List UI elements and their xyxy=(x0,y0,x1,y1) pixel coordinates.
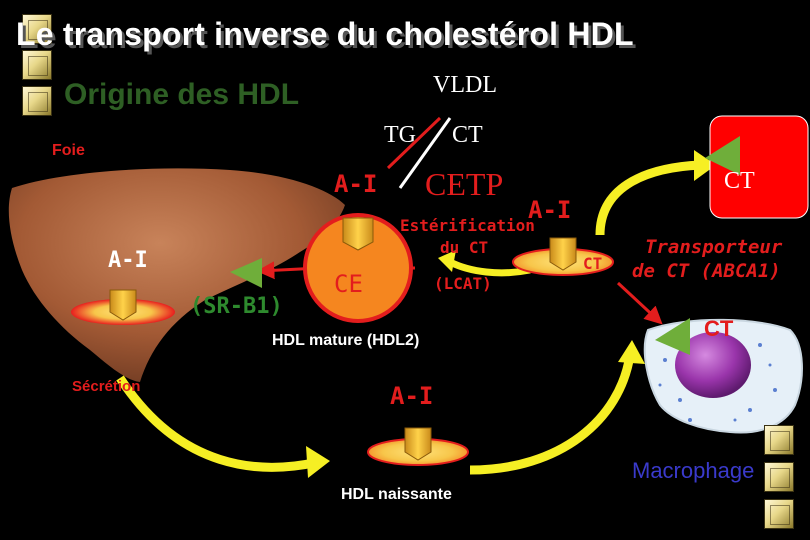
label-apo-nascent-top: A-I xyxy=(528,196,572,224)
label-abca1: de CT (ABCA1) xyxy=(632,260,781,282)
yellow-arrow-macrophage xyxy=(469,354,635,475)
label-transporteur: Transporteur xyxy=(645,236,783,258)
label-ct-top: CT xyxy=(452,122,483,148)
slide-subtitle: Origine des HDL xyxy=(64,78,300,111)
label-ct-macrophage: CT xyxy=(704,316,734,341)
label-ct-nascent: CT xyxy=(583,254,603,273)
yellow-arrow-macrophage-head xyxy=(618,340,645,364)
liver-apo-cylinder xyxy=(109,289,137,321)
label-foie: Foie xyxy=(52,142,85,159)
yellow-arrow-secretion-head xyxy=(306,446,330,478)
yellow-arrow-lcat-head xyxy=(438,250,456,272)
yellow-arrow-box xyxy=(595,160,701,236)
label-vldl: VLDL xyxy=(433,72,497,98)
label-apo-nascent-bottom: A-I xyxy=(390,382,434,410)
yellow-arrow-box-head xyxy=(694,150,716,181)
label-secretion: Sécrétion xyxy=(72,378,141,395)
label-macrophage: Macrophage xyxy=(632,458,755,483)
label-lcat-line3: (LCAT) xyxy=(434,274,492,293)
label-apo-liver: A-I xyxy=(108,248,148,273)
bullet-square-6 xyxy=(764,499,794,529)
liver-shape xyxy=(8,168,345,382)
macrophage-dots xyxy=(658,343,777,422)
mature-hdl-sphere xyxy=(303,213,413,323)
label-hdl-naissante: HDL naissante xyxy=(341,486,452,503)
yellow-arrow-lcat xyxy=(448,258,531,277)
label-lcat-line2: du CT xyxy=(440,238,489,257)
arrow-to-cetp xyxy=(386,116,442,170)
label-sr-b1: (SR-B1) xyxy=(190,294,283,319)
yellow-arrow-secretion xyxy=(116,375,319,472)
nascent-hdl-apo-bottom xyxy=(404,427,432,461)
arrow-ct-cell xyxy=(616,281,663,325)
arrow-cetp-vldl xyxy=(398,117,452,189)
sr-b1-receptor xyxy=(230,258,262,288)
label-apo-mature: A-I xyxy=(334,170,378,198)
macrophage-nucleus xyxy=(675,332,751,398)
bullet-square-5 xyxy=(764,462,794,492)
bullet-square-3 xyxy=(22,86,52,116)
mature-hdl-apo xyxy=(342,217,374,251)
label-lcat-line1: Estérification xyxy=(400,216,535,235)
abca1-wedge-top xyxy=(705,136,740,175)
bullet-square-1 xyxy=(22,14,52,44)
label-tg: TG xyxy=(384,122,416,148)
bullet-square-2 xyxy=(22,50,52,80)
label-cetp: CETP xyxy=(425,166,504,202)
slide-title: Le transport inverse du cholestérol HDL xyxy=(16,16,634,52)
label-hdl-mature: HDL mature (HDL2) xyxy=(272,332,420,349)
label-ce: CE xyxy=(334,270,363,298)
nascent-hdl-apo-top xyxy=(549,237,577,271)
bullet-square-4 xyxy=(764,425,794,455)
abca1-wedge-cell xyxy=(655,318,690,355)
label-ct-box: CT xyxy=(724,168,755,194)
